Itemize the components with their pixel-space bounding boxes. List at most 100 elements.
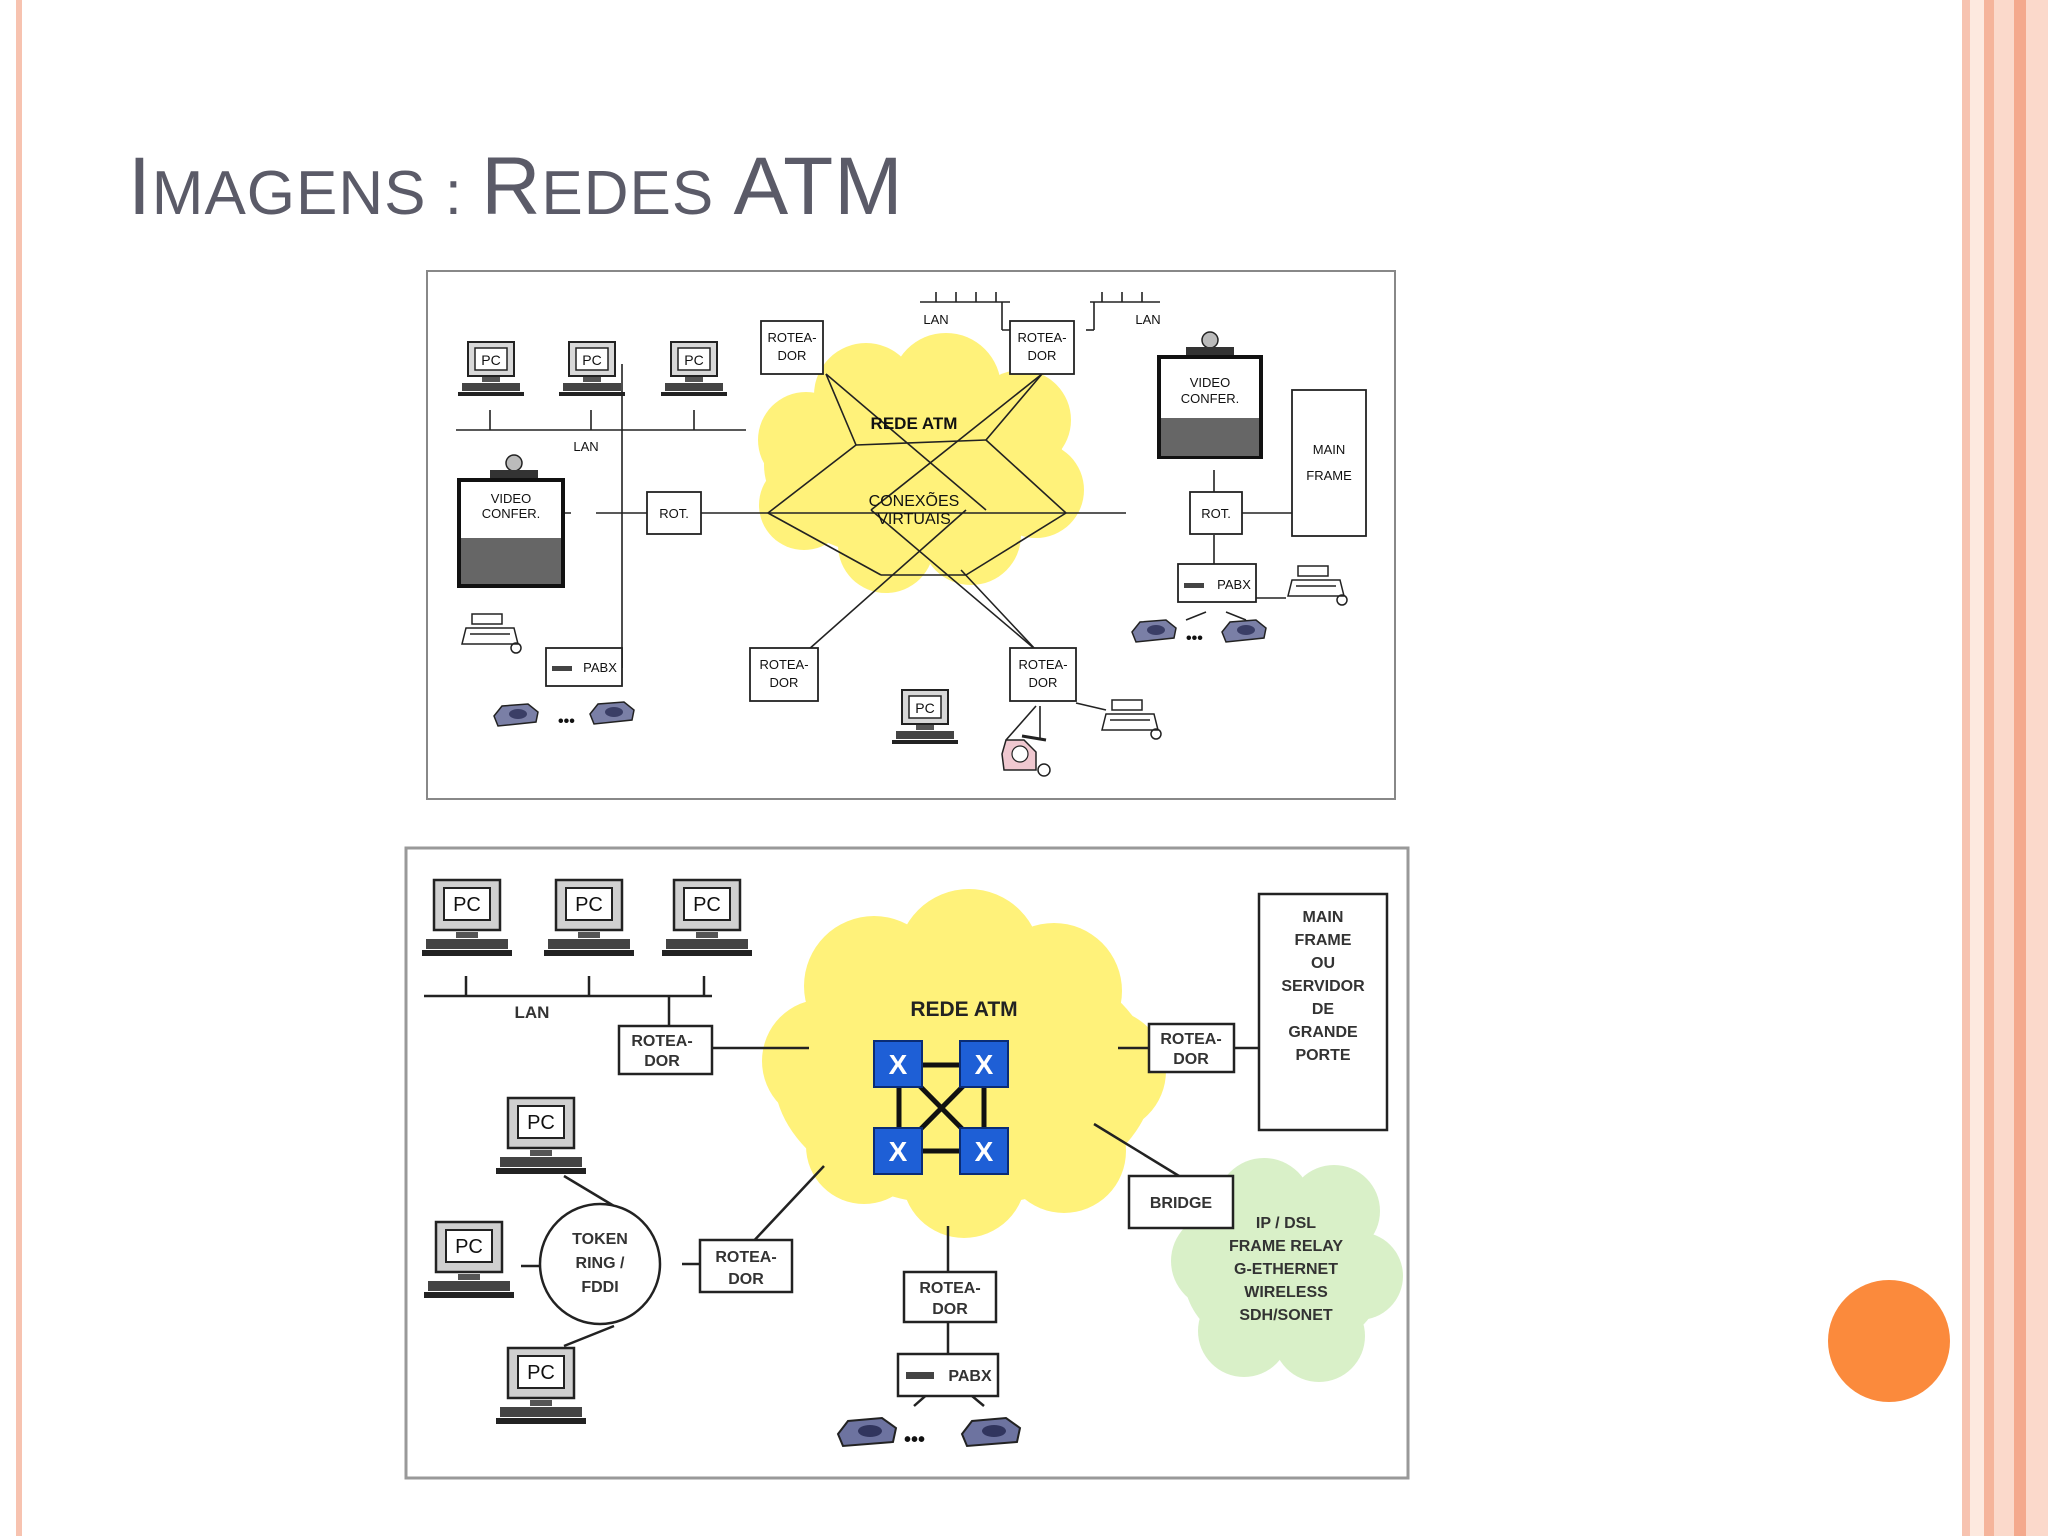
phone-icon <box>837 1417 897 1447</box>
roteador-label-2: DOR <box>1029 675 1058 690</box>
roteador-label-1: ROTEA- <box>1018 657 1067 672</box>
roteador-label-2: DOR <box>770 675 799 690</box>
roteador-label-2: DOR <box>778 348 807 363</box>
pc-icon: PC <box>891 689 959 745</box>
pc-label: PC <box>527 1112 555 1134</box>
phone-icon <box>589 701 635 725</box>
right-border-stripe-1 <box>1962 0 1970 1536</box>
right-border-stripe-2 <box>1970 0 1984 1536</box>
roteador-label-1: ROTEA- <box>767 330 816 345</box>
bridge-label: BRIDGE <box>1150 1195 1213 1212</box>
ip-cloud-line: IP / DSL <box>1256 1215 1316 1232</box>
mainframe-line: GRANDE <box>1288 1024 1358 1041</box>
phone-icon <box>1221 619 1267 643</box>
switch-label: X <box>975 1136 994 1167</box>
cloud-title: REDE ATM <box>910 998 1017 1021</box>
ip-cloud-line: SDH/SONET <box>1239 1307 1333 1324</box>
desk-phone-icon <box>1001 734 1051 777</box>
video-conference-left: VIDEO CONFER. <box>457 454 565 588</box>
roteador-right: ROTEA- DOR <box>1147 1022 1236 1074</box>
pc-label: PC <box>527 1362 555 1384</box>
pc-label: PC <box>453 894 481 916</box>
right-border-stripe-4 <box>2014 0 2026 1536</box>
roteador-top-left: ROTEA- DOR <box>617 1024 714 1076</box>
router-rot-left: ROT. <box>646 491 702 535</box>
lan-label: LAN <box>515 1003 550 1022</box>
pc-icon: PC <box>558 341 626 397</box>
left-border-stripe <box>16 0 22 1536</box>
pc-label: PC <box>915 700 934 716</box>
video-label-1: VIDEO <box>491 491 531 506</box>
title-word-2: EDES <box>541 159 715 228</box>
roteador-label-1: ROTEA- <box>631 1033 692 1050</box>
atm-switch <box>873 1040 923 1088</box>
mainframe: MAIN FRAME <box>1291 389 1367 537</box>
token-ring-fddi: TOKEN RING / FDDI <box>538 1202 662 1326</box>
pabx: PABX <box>896 1352 1000 1398</box>
roteador-label-2: DOR <box>1028 348 1057 363</box>
rot-label: ROT. <box>1201 506 1231 521</box>
pabx-left: PABX <box>545 647 623 687</box>
roteador-label-2: DOR <box>932 1301 968 1318</box>
roteador-label-2: DOR <box>1173 1051 1209 1068</box>
token-label-2: RING / <box>576 1255 625 1272</box>
ellipsis-dots: ••• <box>904 1429 925 1451</box>
pc-icon: PC <box>494 1346 588 1426</box>
pc-label: PC <box>455 1236 483 1258</box>
pabx-label: PABX <box>583 660 617 675</box>
token-label-3: FDDI <box>581 1279 618 1296</box>
roteador-top-left: ROTEA- DOR <box>760 320 824 375</box>
roteador-bottom: ROTEA- DOR <box>902 1270 998 1324</box>
pc-icon: PC <box>494 1096 588 1176</box>
mainframe-server: MAIN FRAME OU SERVIDOR DE GRANDE PORTE <box>1257 892 1389 1132</box>
title-word-3: ATM <box>714 141 904 232</box>
roteador-top-right: ROTEA- DOR <box>1009 320 1075 375</box>
roteador-bottom-left: ROTEA- DOR <box>749 647 819 702</box>
mainframe-line: MAIN <box>1303 909 1344 926</box>
roteador-label-1: ROTEA- <box>1160 1031 1221 1048</box>
atm-switch-fabric: X X X X <box>873 1040 1009 1175</box>
mainframe-line: FRAME <box>1295 932 1352 949</box>
video-label-2: CONFER. <box>482 506 541 521</box>
mainframe-label-2: FRAME <box>1306 468 1352 483</box>
title-word-1: MAGENS <box>151 159 427 228</box>
pc-label: PC <box>575 894 603 916</box>
pabx-label: PABX <box>1217 577 1251 592</box>
switch-label: X <box>889 1136 908 1167</box>
lan-label: LAN <box>1135 312 1160 327</box>
atm-switch <box>959 1127 1009 1175</box>
ellipsis-dots: ••• <box>1186 630 1203 647</box>
roteador-label-2: DOR <box>728 1271 764 1288</box>
mainframe-label-1: MAIN <box>1313 442 1346 457</box>
pc-label: PC <box>684 352 703 368</box>
mainframe-line: OU <box>1311 955 1335 972</box>
pc-icon: PC <box>660 341 728 397</box>
title-initial-1: I <box>128 141 152 232</box>
phone-icon <box>1131 619 1177 643</box>
roteador-label-1: ROTEA- <box>1017 330 1066 345</box>
roteador-label-2: DOR <box>644 1053 680 1070</box>
slide-title: IMAGENS : REDES ATM <box>128 140 904 234</box>
pc-icon: PC <box>457 341 525 397</box>
switch-label: X <box>889 1049 908 1080</box>
roteador-bottom-right: ROTEA- DOR <box>1009 647 1077 702</box>
mainframe-line: PORTE <box>1295 1047 1350 1064</box>
video-conference-right: VIDEO CONFER. <box>1157 331 1263 459</box>
roteador-label-1: ROTEA- <box>919 1280 980 1297</box>
video-label-2: CONFER. <box>1181 391 1240 406</box>
lan-label: LAN <box>923 312 948 327</box>
roteador-token-ring: ROTEA- DOR <box>698 1238 794 1294</box>
roteador-label-1: ROTEA- <box>759 657 808 672</box>
pc-label: PC <box>481 352 500 368</box>
cloud-center-line2: VIRTUAIS <box>877 511 951 528</box>
rot-label: ROT. <box>659 506 689 521</box>
ip-cloud-line: FRAME RELAY <box>1229 1238 1343 1255</box>
mainframe-line: DE <box>1312 1001 1335 1018</box>
bridge: BRIDGE <box>1127 1174 1235 1230</box>
switch-label: X <box>975 1049 994 1080</box>
atm-switch <box>959 1040 1009 1088</box>
pc-icon: PC <box>420 878 514 958</box>
pabx-label: PABX <box>948 1368 992 1385</box>
pc-label: PC <box>582 352 601 368</box>
ip-cloud-line: WIRELESS <box>1244 1284 1328 1301</box>
